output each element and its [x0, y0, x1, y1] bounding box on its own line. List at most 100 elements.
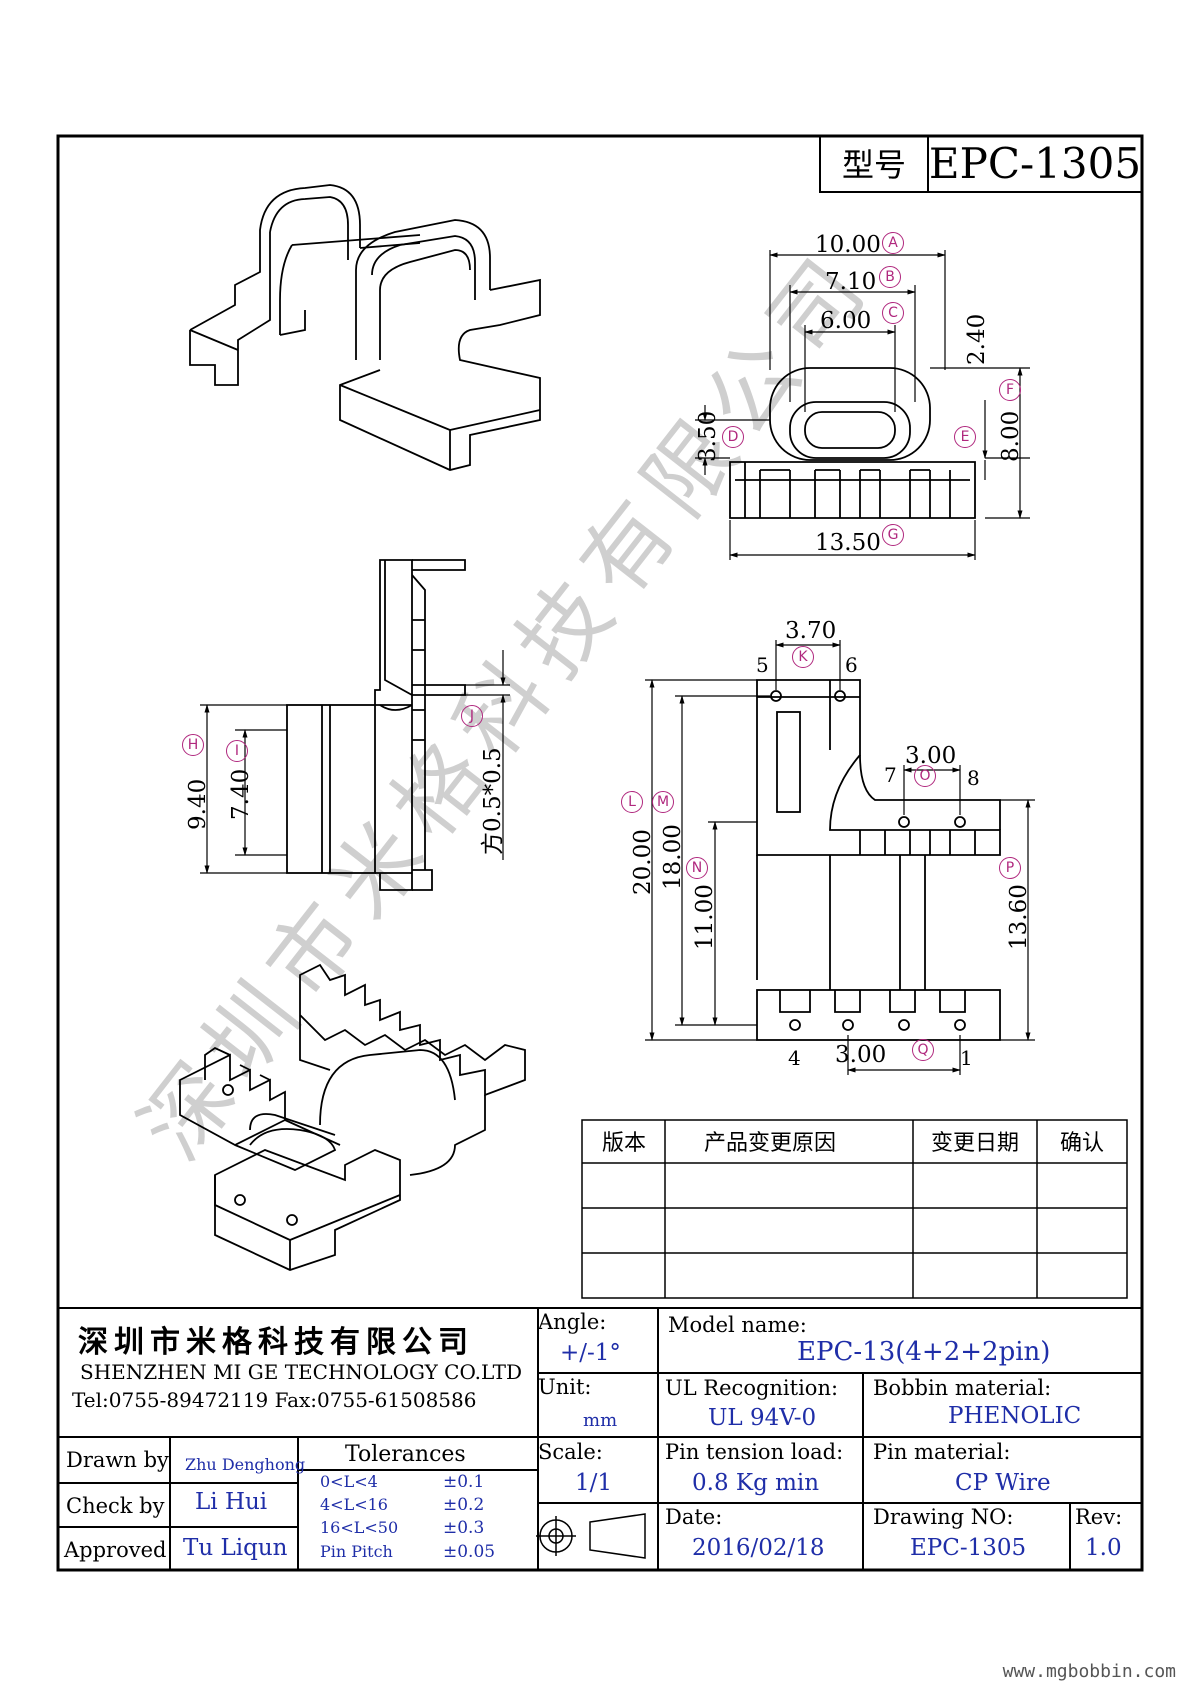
dim-letter-b: B [879, 266, 901, 288]
projection-symbol [536, 1513, 646, 1559]
side-view [286, 559, 466, 891]
tolerances-title: Tolerances [345, 1442, 466, 1467]
pin-5: 5 [756, 653, 769, 677]
revision-table-headers: 版本 产品变更原因 变更日期 确认 [602, 1131, 1104, 1156]
check-by-label: Check by [66, 1494, 165, 1518]
drawn-by-name: Zhu Denghong [185, 1455, 306, 1474]
top-view-dim-text: 3.70 3.00 3.00 20.00 18.00 11.00 13.60 5… [630, 618, 1032, 1070]
model-name-value: EPC-13(4+2+2pin) [797, 1337, 1051, 1367]
angle-value: +/-1° [560, 1340, 621, 1366]
side-view-dim-text: 9.40 7.40 方0.5*0.5 [185, 747, 506, 855]
dim-m: 18.00 [660, 824, 686, 890]
dim-letter-l: L [621, 791, 643, 813]
dim-p: 13.60 [1006, 884, 1032, 950]
dim-h: 9.40 [185, 779, 211, 830]
model-number: EPC-1305 [929, 139, 1141, 188]
bobbin-label: Bobbin material: [873, 1376, 1052, 1400]
dim-o: 3.00 [905, 743, 956, 769]
drawing-no-label: Drawing NO: [873, 1505, 1014, 1529]
dim-letter-f: F [999, 379, 1021, 401]
tol-value-2: ±0.2 [443, 1495, 485, 1515]
dim-g: 13.50 [815, 530, 881, 556]
sheet-border [56, 134, 1144, 1572]
title-block-grid [58, 1307, 1142, 1570]
dim-letter-a: A [882, 232, 904, 254]
angle-label: Angle: [538, 1310, 607, 1334]
footer-url: www.mgbobbin.com [1002, 1661, 1176, 1682]
pin-4: 4 [788, 1046, 801, 1070]
dim-l: 20.00 [630, 829, 656, 895]
front-view [729, 367, 976, 519]
date-label: Date: [665, 1505, 723, 1529]
scale-label: Scale: [538, 1440, 603, 1464]
dim-letter-d: D [722, 426, 744, 448]
pin-7: 7 [884, 763, 897, 787]
model-title-block: 型号 EPC-1305 [819, 135, 1143, 193]
top-view-dimensions [645, 640, 1035, 1075]
dim-q: 3.00 [835, 1042, 886, 1068]
front-view-dimensions [695, 250, 1030, 560]
tol-value-1: ±0.1 [443, 1472, 485, 1492]
date-value: 2016/02/18 [692, 1535, 825, 1561]
dim-c: 6.00 [820, 308, 871, 334]
dim-b: 7.10 [825, 269, 876, 295]
bobbin-value: PHENOLIC [948, 1403, 1082, 1429]
dim-f2: 8.00 [998, 411, 1024, 462]
dim-letter-n: N [686, 857, 708, 879]
dim-letter-p: P [999, 857, 1021, 879]
tension-value: 0.8 Kg min [692, 1470, 820, 1496]
tol-range-2: 4<L<16 [320, 1495, 388, 1514]
dim-i: 7.40 [228, 769, 254, 820]
watermark: 深圳市米格科技有限公司 [120, 230, 892, 1178]
rev-value: 1.0 [1085, 1535, 1122, 1561]
dim-letter-g: G [882, 524, 904, 546]
dim-letter-k: K [792, 646, 814, 668]
tol-range-1: 0<L<4 [320, 1472, 378, 1491]
dim-letter-j: J [461, 705, 483, 727]
dim-letter-h: H [182, 734, 204, 756]
approved-name: Tu Liqun [183, 1535, 288, 1561]
dim-d: 3.50 [695, 411, 721, 462]
dim-letter-e: E [954, 426, 976, 448]
company-contact: Tel:0755-89472119 Fax:0755-61508586 [72, 1388, 477, 1412]
rev-header-date: 变更日期 [931, 1131, 1019, 1156]
dim-f: 2.40 [964, 314, 990, 365]
unit-label: Unit: [538, 1375, 592, 1399]
front-view-dim-text: 10.00 7.10 6.00 13.50 3.50 2.40 8.00 [695, 232, 1024, 556]
pin-1: 1 [960, 1046, 973, 1070]
model-label: 型号 [842, 146, 906, 184]
tol-value-4: ±0.05 [443, 1542, 496, 1562]
dim-letter-o: O [914, 765, 936, 787]
pin-material-value: CP Wire [955, 1470, 1051, 1496]
company-name-en: SHENZHEN MI GE TECHNOLOGY CO.LTD [80, 1360, 523, 1384]
ul-value: UL 94V-0 [708, 1405, 817, 1431]
rev-header-reason: 产品变更原因 [704, 1131, 836, 1156]
ul-label: UL Recognition: [665, 1376, 839, 1400]
scale-value: 1/1 [575, 1470, 613, 1496]
dim-j: 方0.5*0.5 [480, 747, 506, 855]
top-view [756, 679, 1001, 1041]
tension-label: Pin tension load: [665, 1440, 844, 1464]
iso-view-bottom [179, 963, 526, 1271]
dim-k: 3.70 [785, 618, 836, 644]
dim-n: 11.00 [692, 884, 718, 950]
dim-letter-m: M [652, 791, 674, 813]
dim-letter-c: C [882, 302, 904, 324]
iso-view-top [189, 184, 541, 471]
pin-6: 6 [845, 653, 858, 677]
approved-label: Approved [64, 1538, 167, 1562]
model-name-label: Model name: [668, 1313, 807, 1337]
tol-range-4: Pin Pitch [320, 1542, 393, 1561]
drawing-no-value: EPC-1305 [910, 1535, 1027, 1561]
company-name-cn: 深圳市米格科技有限公司 [78, 1325, 474, 1360]
pin-material-label: Pin material: [873, 1440, 1011, 1464]
dim-letter-i: I [226, 740, 248, 762]
tol-range-3: 16<L<50 [320, 1518, 399, 1537]
drawn-by-label: Drawn by [66, 1448, 169, 1472]
dim-a: 10.00 [815, 232, 881, 258]
rev-header-version: 版本 [602, 1131, 646, 1156]
tol-value-3: ±0.3 [443, 1518, 485, 1538]
revision-table [581, 1119, 1128, 1299]
